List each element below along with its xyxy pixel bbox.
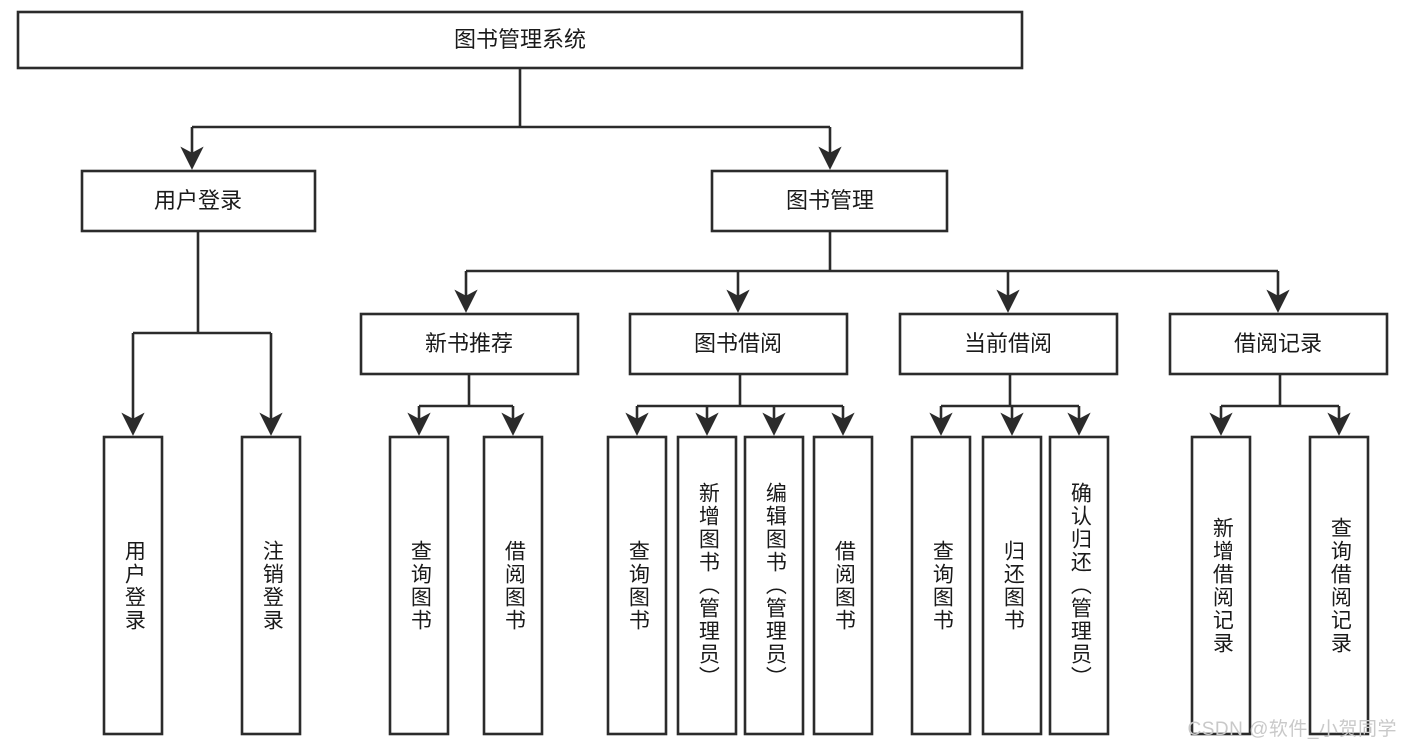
node-borrow-records-box[interactable]: [1168, 312, 1389, 376]
leaf-box-return_books[interactable]: [981, 435, 1043, 736]
node-book-borrow-label: 图书借阅: [694, 331, 782, 356]
leaf-box-query_books_1[interactable]: [388, 435, 450, 736]
leaf-box-borrow_books_1[interactable]: [482, 435, 544, 736]
node-book-management-box[interactable]: [710, 169, 949, 233]
connector-group-new-books: [407, 374, 525, 436]
connector-group-book-mgmt: [454, 231, 1290, 313]
node-new-book-recommend-label: 新书推荐: [425, 331, 513, 356]
leaf-box-query_books_3[interactable]: [910, 435, 972, 736]
connector-group-current: [929, 374, 1091, 436]
node-book-management-label: 图书管理: [786, 188, 874, 213]
node-root-box[interactable]: [16, 10, 1024, 70]
leaf-box-borrow_books_2[interactable]: [812, 435, 874, 736]
node-book-borrow-box[interactable]: [628, 312, 849, 376]
node-new-book-recommend-box[interactable]: [359, 312, 580, 376]
leaf-box-add_record[interactable]: [1190, 435, 1252, 736]
node-new-book-recommend[interactable]: 新书推荐: [359, 312, 580, 376]
leaf-box-confirm_return_admin[interactable]: [1048, 435, 1110, 736]
node-current-borrow[interactable]: 当前借阅: [898, 312, 1119, 376]
node-user-login-box[interactable]: [80, 169, 317, 233]
node-root[interactable]: 图书管理系统: [16, 10, 1024, 70]
connector-group-root: [180, 68, 842, 170]
connector-group-records: [1209, 374, 1351, 436]
node-user-login[interactable]: 用户登录: [80, 169, 317, 233]
node-borrow-records-label: 借阅记录: [1234, 331, 1322, 356]
csdn-watermark: CSDN @软件_小贺同学: [1187, 719, 1397, 740]
node-borrow-records[interactable]: 借阅记录: [1168, 312, 1389, 376]
connector-group-user-login: [121, 231, 283, 436]
node-current-borrow-label: 当前借阅: [964, 331, 1052, 356]
leaf-box-edit_book_admin[interactable]: [743, 435, 805, 736]
leaf-box-logout[interactable]: [240, 435, 302, 736]
node-book-borrow[interactable]: 图书借阅: [628, 312, 849, 376]
leaf-box-group: [102, 435, 1370, 736]
node-book-management[interactable]: 图书管理: [710, 169, 949, 233]
connector-group-borrow: [625, 374, 855, 436]
node-user-login-label: 用户登录: [154, 188, 242, 213]
leaf-box-add_book_admin[interactable]: [676, 435, 738, 736]
node-root-label: 图书管理系统: [454, 27, 586, 52]
leaf-box-user_login[interactable]: [102, 435, 164, 736]
node-current-borrow-box[interactable]: [898, 312, 1119, 376]
leaf-box-query_record[interactable]: [1308, 435, 1370, 736]
leaf-box-query_books_2[interactable]: [606, 435, 668, 736]
